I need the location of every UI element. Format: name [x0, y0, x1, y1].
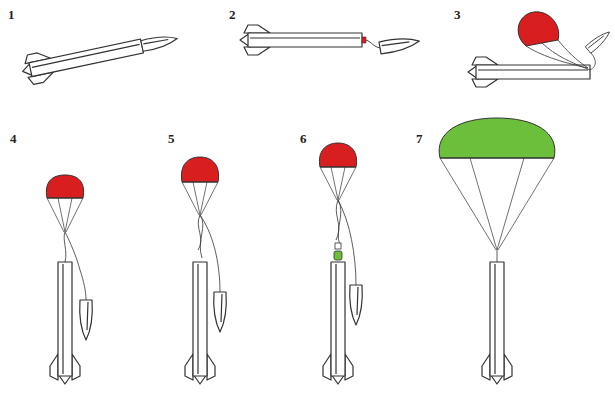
step-number: 5 [168, 132, 175, 145]
parachute-lines-extending [181, 157, 226, 384]
step-number: 1 [8, 8, 15, 21]
step-number: 7 [416, 132, 423, 145]
step-number: 4 [10, 132, 17, 145]
parachute-opening [46, 175, 92, 384]
main-chute-deployed [439, 118, 555, 384]
rocket-nose-separating [240, 25, 420, 55]
step-number: 2 [229, 8, 236, 21]
step-number: 6 [300, 132, 307, 145]
rocket-assembled [20, 31, 179, 86]
parachute-ejecting [468, 12, 612, 87]
step-number: 3 [454, 8, 461, 21]
main-chute-releasing [319, 143, 362, 384]
